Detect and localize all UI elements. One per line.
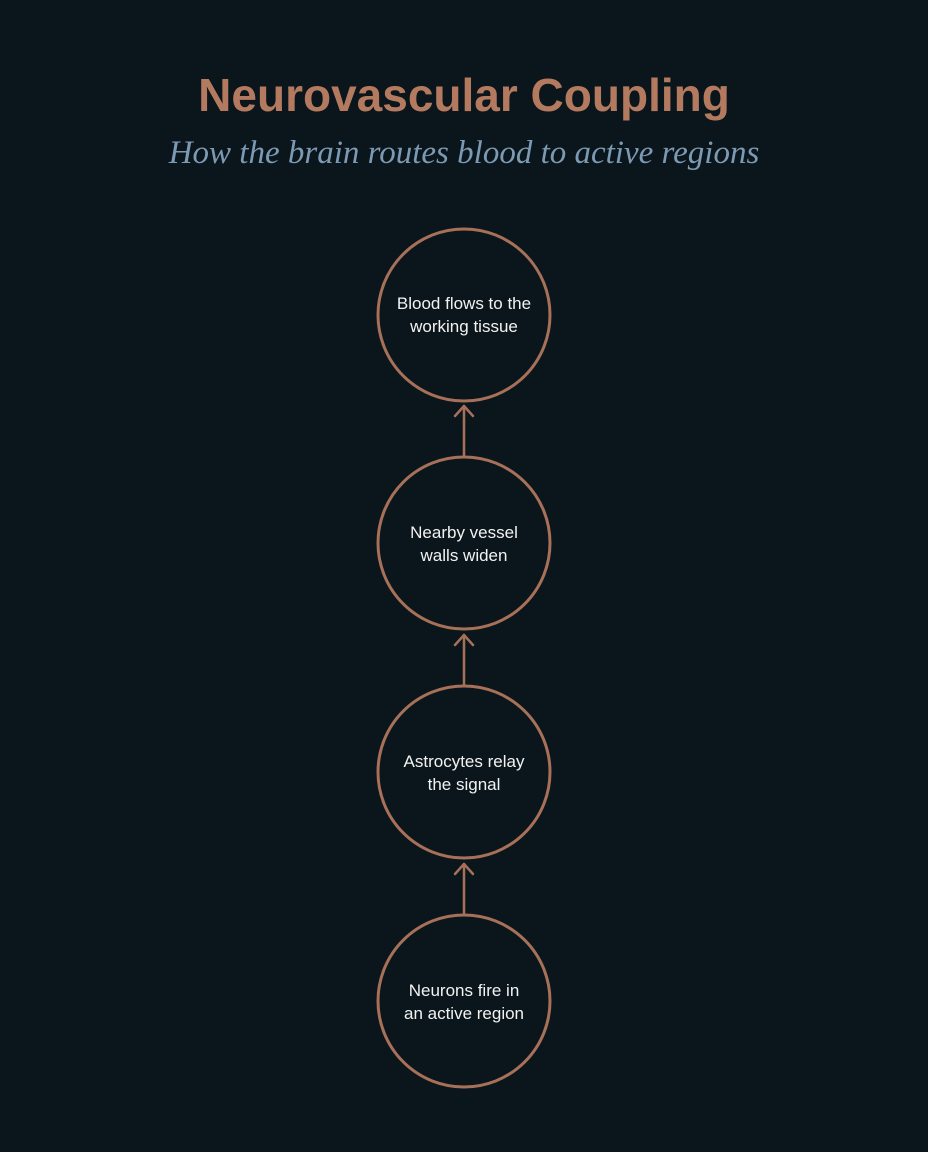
node-step-4-line-2: working tissue	[410, 317, 518, 336]
node-step-4-label: Blood flows to the working tissue	[389, 292, 539, 338]
page-subtitle: How the brain routes blood to active reg…	[168, 135, 760, 171]
page-title: Neurovascular Coupling	[198, 69, 730, 121]
node-step-1-label: Neurons fire in an active region	[389, 979, 539, 1025]
node-step-4-ring	[376, 227, 552, 403]
node-step-2-line-1: Astrocytes relay	[403, 752, 525, 771]
node-step-2-line-2: the signal	[427, 775, 501, 794]
node-step-1-line-2: an active region	[403, 1004, 525, 1023]
edge-step-1-to-step-2	[453, 862, 475, 917]
node-step-4-line-1: Blood flows to the	[396, 294, 532, 313]
node-step-3-line-1: Nearby vessel	[410, 523, 518, 542]
node-step-1-ring	[376, 913, 552, 1089]
node-step-2-label: Astrocytes relay the signal	[389, 750, 539, 796]
node-step-2-ring	[376, 684, 552, 860]
node-step-3-label: Nearby vessel walls widen	[389, 521, 539, 567]
edge-step-3-to-step-4	[453, 404, 475, 459]
node-step-3-ring	[376, 455, 552, 631]
edge-step-2-to-step-3	[453, 633, 475, 688]
node-step-1-line-1: Neurons fire in	[408, 981, 520, 1000]
node-step-3-line-2: walls widen	[420, 546, 508, 565]
